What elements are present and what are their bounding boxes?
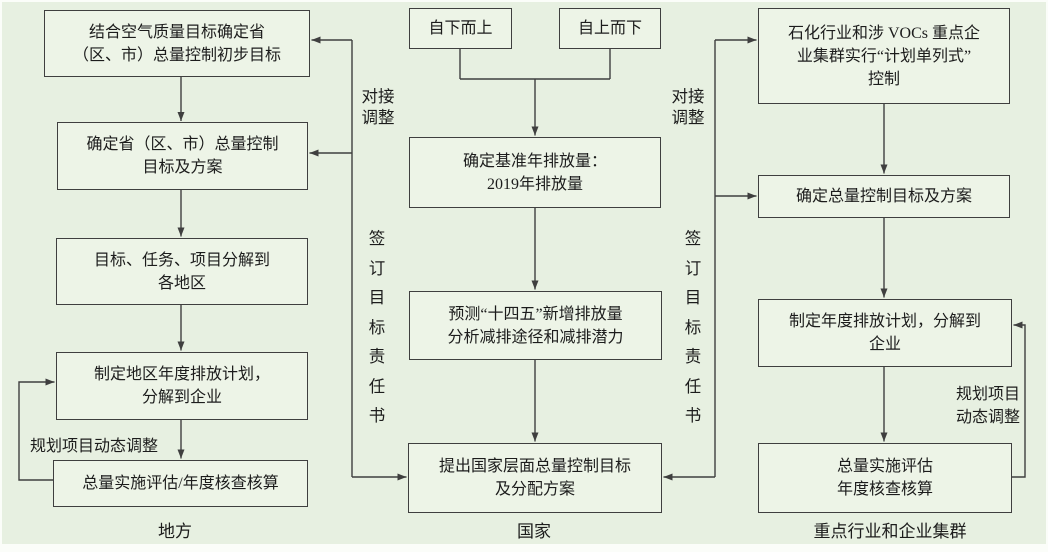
link-label-sign-responsibility-left: 签 订 目 标 责 任 书 bbox=[368, 229, 386, 425]
flow-box-baseline-emission: 确定基准年排放量： 2019年排放量 bbox=[409, 137, 661, 208]
flow-box-bottom-up: 自下而上 bbox=[409, 8, 512, 49]
flow-box-forecast-emission: 预测“十四五”新增排放量 分析减排途径和减排潜力 bbox=[409, 291, 662, 360]
arrow-industry-feedback-loop bbox=[1012, 321, 1026, 478]
link-label-sign-responsibility-right: 签 订 目 标 责 任 书 bbox=[684, 229, 702, 425]
flow-box-industry-annual-plan: 制定年度排放计划，分解到 企业 bbox=[758, 299, 1012, 367]
flow-box-industry-petrochemical-vocs: 石化行业和涉 VOCs 重点企 业集群实行“计划单列式” 控制 bbox=[758, 8, 1010, 104]
arrow-local-feedback-loop bbox=[18, 378, 55, 481]
flow-box-local-target-plan: 确定省（区、市）总量控制 目标及方案 bbox=[57, 122, 308, 190]
column-label-industry: 重点行业和企业集群 bbox=[813, 522, 967, 541]
flow-box-local-initial-target: 结合空气质量目标确定省 （区、市）总量控制初步目标 bbox=[44, 10, 310, 77]
flow-box-national-target: 提出国家层面总量控制目标 及分配方案 bbox=[408, 443, 662, 513]
column-label-local: 地方 bbox=[158, 522, 192, 541]
flow-box-industry-assessment: 总量实施评估 年度核查核算 bbox=[758, 443, 1012, 513]
flow-box-local-annual-plan: 制定地区年度排放计划， 分解到企业 bbox=[56, 352, 308, 420]
flow-box-local-assessment: 总量实施评估/年度核查核算 bbox=[53, 460, 308, 507]
loop-label-industry-dynamic-adjust: 规划项目 动态调整 bbox=[955, 386, 1020, 426]
flow-box-local-decompose-regions: 目标、任务、项目分解到 各地区 bbox=[56, 238, 308, 305]
link-label-adjust-right: 对接 调整 bbox=[671, 87, 705, 127]
flow-box-industry-target-plan: 确定总量控制目标及方案 bbox=[758, 175, 1010, 218]
flow-box-top-down: 自上而下 bbox=[559, 8, 661, 49]
column-label-national: 国家 bbox=[517, 522, 551, 541]
loop-label-local-dynamic-adjust: 规划项目动态调整 bbox=[30, 438, 159, 455]
link-label-adjust-left: 对接 调整 bbox=[361, 87, 395, 127]
